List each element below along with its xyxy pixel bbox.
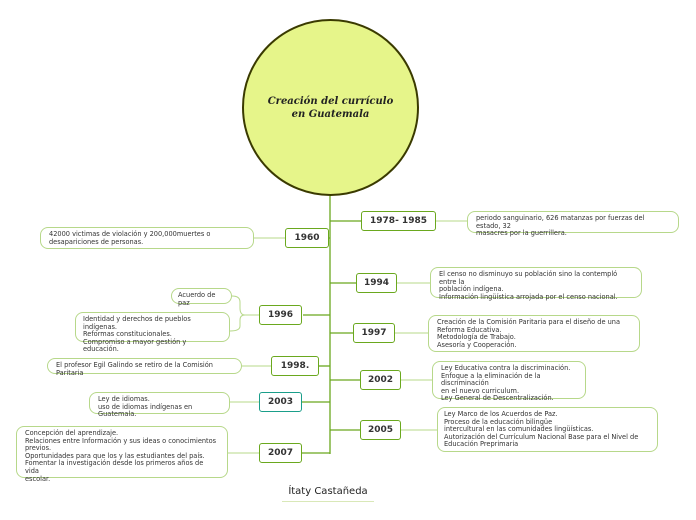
note-2002[interactable]: Ley Educativa contra la discriminación. … [432,361,586,402]
note-1997[interactable]: Creación de la Comisión Paritaria para e… [428,315,640,352]
year-node-1960[interactable]: 1960 [285,228,329,248]
year-node-1996[interactable]: 1996 [259,305,302,325]
note-1978-1985[interactable]: periodo sanguinario, 626 matanzas por fu… [467,211,679,237]
note-2007[interactable]: Concepción del aprendizaje. Relaciones e… [16,426,228,482]
central-topic-label: Creación del currículo en Guatemala [267,95,394,120]
year-node-2003[interactable]: 2003 [259,392,302,412]
note-1996-details[interactable]: Identidad y derechos de pueblos indígena… [75,312,230,353]
note-1960[interactable]: 42000 victimas de violación y 200,000mue… [40,227,254,249]
note-1994[interactable]: El censo no disminuyo su población sino … [430,267,642,301]
note-1998[interactable]: El profesor Egil Galindo se retiro de la… [47,358,242,376]
author-underline [282,501,374,502]
note-2003[interactable]: Ley de idiomas. uso de idiomas indígenas… [89,392,230,418]
year-node-2002[interactable]: 2002 [360,370,401,390]
central-topic[interactable]: Creación del currículo en Guatemala [242,19,419,196]
year-node-1978-1985[interactable]: 1978- 1985 [361,211,436,231]
year-node-2005[interactable]: 2005 [360,420,401,440]
note-2005[interactable]: Ley Marco de los Acuerdos de Paz. Proces… [437,407,658,452]
note-1996-peace[interactable]: Acuerdo de paz [171,288,232,306]
author-label: Ítaty Castañeda [288,486,368,497]
year-node-1997[interactable]: 1997 [353,323,395,343]
year-node-2007[interactable]: 2007 [259,443,302,463]
year-node-1994[interactable]: 1994 [356,273,397,293]
year-node-1998[interactable]: 1998. [271,356,319,376]
